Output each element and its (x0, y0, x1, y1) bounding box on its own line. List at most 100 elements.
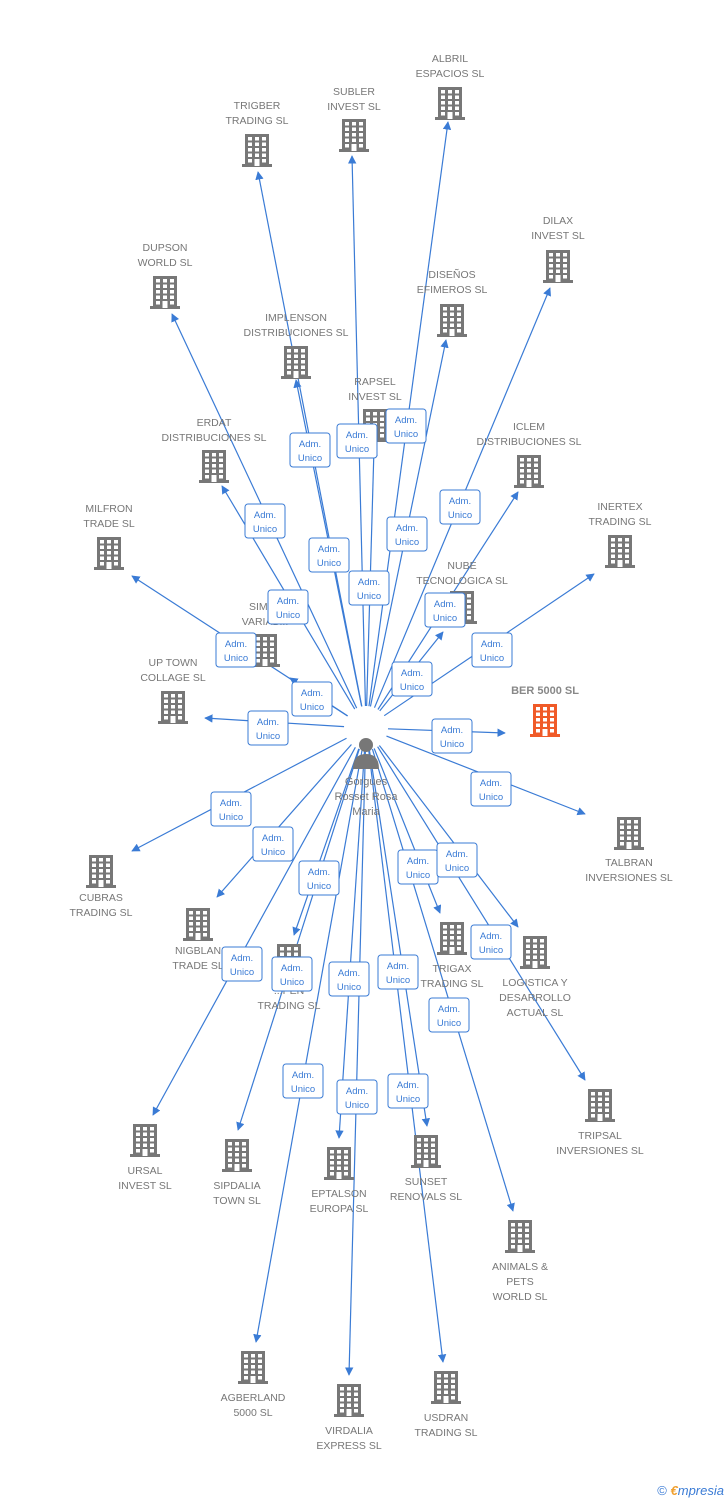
company-name-line: TRADING SL (225, 115, 288, 127)
edge-label-text: Adm. (346, 430, 368, 441)
edge-label-implenson: Adm. Unico (308, 537, 350, 573)
company-name-line: TRADING SL (414, 1427, 477, 1439)
edge-label-text: Unico (317, 558, 341, 569)
company-name-line: LOGISTICA Y (502, 977, 567, 989)
edge-label-text: Unico (307, 881, 331, 892)
edge-label-ber: Adm.Unico (431, 718, 473, 754)
edge-label-open: Adm. Unico (298, 860, 340, 896)
company-name-line: TRADING SL (588, 516, 651, 528)
company-name-line: DUPSON (143, 242, 188, 254)
company-name-line: AGBERLAND (221, 1392, 286, 1404)
edge-virdalia (345, 749, 367, 1376)
company-node-ber[interactable]: BER 5000 SL (511, 685, 579, 737)
company-name-line: DISTRIBUCIONES SL (476, 436, 581, 448)
edge-label-text: Unico (479, 792, 503, 803)
edge-label-text: Adm. (401, 668, 423, 679)
person-name-line: Rosset Rosa (335, 791, 399, 803)
building-icon (543, 250, 573, 283)
building-icon (150, 276, 180, 309)
edge-labels-layer: Adm.UnicoAdm.UnicoAdm.UnicoAdm.UnicoAdm.… (210, 408, 513, 1115)
edge-label-nigblan: Adm. Unico (252, 826, 294, 862)
building-icon (585, 1089, 615, 1122)
edge-label-text: Unico (261, 847, 285, 858)
edge-label-erdat: Adm.Unico (267, 589, 309, 625)
edge-label-text: Unico (253, 524, 277, 535)
building-icon (437, 304, 467, 337)
edge-label-logistica: Adm.Unico (470, 924, 512, 960)
edge-label-text: Adm. (397, 1080, 419, 1091)
edge-label-text: Unico (357, 591, 381, 602)
company-name-line: DISTRIBUCIONES SL (161, 432, 266, 444)
company-node-trigax[interactable]: TRIGAX TRADING SL (420, 922, 484, 990)
edge-label-text: Adm. (262, 833, 284, 844)
building-icon (86, 855, 116, 888)
edge-label-text: Unico (300, 702, 324, 713)
company-name-line: TRIPSAL (578, 1130, 622, 1142)
edge-eptalson (335, 749, 366, 1139)
edge-label-eptalson: Adm.Unico (328, 961, 370, 997)
company-node-usdran[interactable]: USDRAN TRADING SL (414, 1371, 478, 1439)
company-name-line: EFIMEROS SL (417, 284, 488, 296)
company-name-line: INVERSIONES SL (556, 1145, 644, 1157)
company-name-line: TRADING SL (420, 978, 483, 990)
company-name-line: TRIGAX (432, 963, 471, 975)
edge-label-inertex: Adm.Unico (471, 632, 513, 668)
company-name-line: INVEST SL (327, 101, 381, 113)
edge-label-text: Adm. (308, 867, 330, 878)
company-node-tripsal[interactable]: TRIPSAL INVERSIONES SL (556, 1089, 644, 1157)
company-node-sipdalia[interactable]: SIPDALIA TOWN SL (213, 1139, 261, 1207)
company-name-line: SIPDALIA (213, 1180, 260, 1192)
company-name-line: TRADING SL (69, 907, 132, 919)
company-name-line: USDRAN (424, 1412, 468, 1424)
edge-label-text: Unico (298, 453, 322, 464)
edge-label-text: Adm. (449, 496, 471, 507)
edge-label-text: Unico (437, 1018, 461, 1029)
edge-label-talbran: Adm. Unico (470, 771, 512, 807)
company-name-line: ESPACIOS SL (416, 68, 485, 80)
edge-agberland (253, 749, 363, 1343)
company-name-line: URSAL (127, 1165, 162, 1177)
edge-label-ursal: Adm.Unico (221, 946, 263, 982)
edge-label-text: Unico (480, 653, 504, 664)
footer-brand: © €mpresia (657, 1483, 724, 1498)
company-name-line: MILFRON (85, 503, 132, 515)
edge-label-tripsal: Adm.Unico (436, 842, 478, 878)
company-name-line: TOWN SL (213, 1195, 261, 1207)
edge-animals (371, 748, 515, 1212)
edge-label-text: Adm. (346, 1086, 368, 1097)
edge-label-text: Adm. (480, 778, 502, 789)
edge-label-text: Adm. (438, 1004, 460, 1015)
company-name-line: DESARROLLO (499, 992, 571, 1004)
company-name-line: INVEST SL (531, 230, 585, 242)
company-name-line: EXPRESS SL (316, 1440, 382, 1452)
edge-label-trigax: Adm.Unico (397, 849, 439, 885)
edge-label-text: Unico (394, 429, 418, 440)
edge-label-text: Unico (280, 977, 304, 988)
person-icon (353, 738, 379, 769)
edge-label-dupson: Adm.Unico (244, 503, 286, 539)
edge-label-text: Adm. (318, 544, 340, 555)
